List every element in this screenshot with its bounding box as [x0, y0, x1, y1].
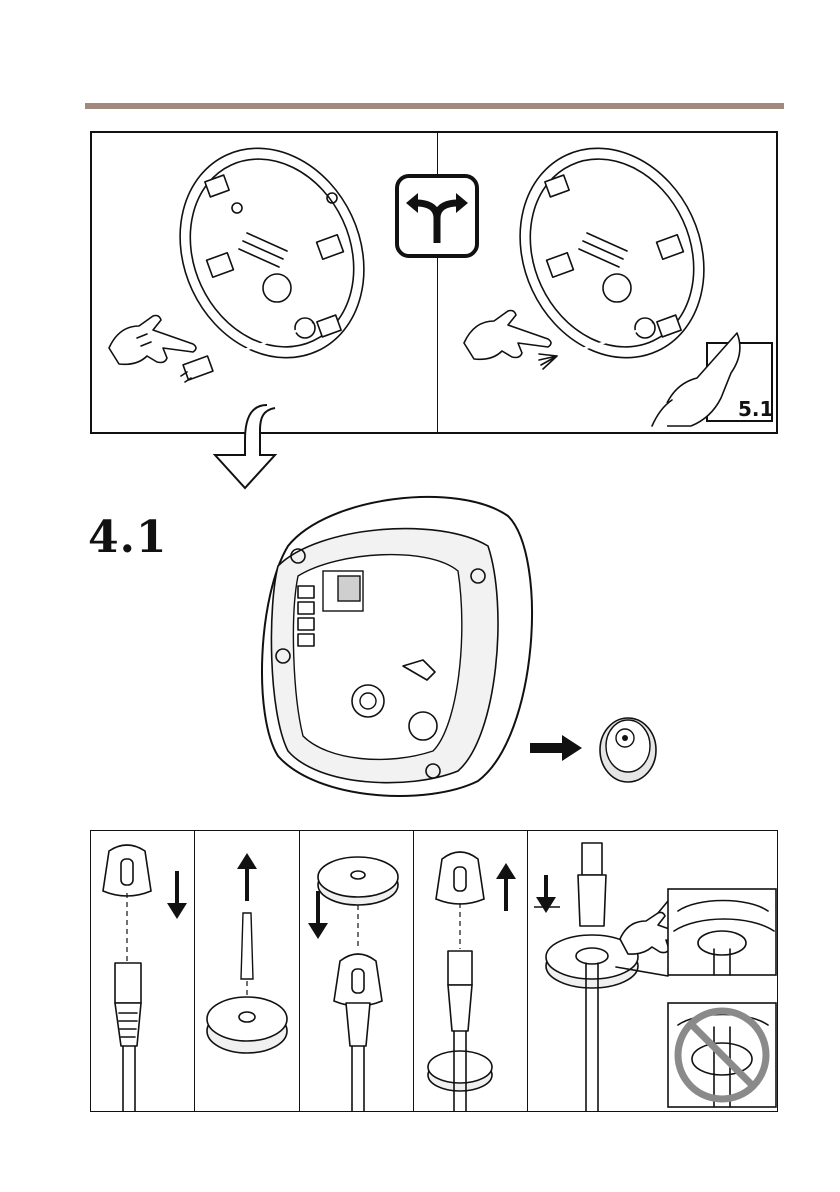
step-grommet-down: [300, 831, 413, 1111]
step-plug-up: [195, 831, 299, 1111]
step-number: 4.1: [88, 512, 168, 563]
grommet-illustration: [595, 708, 665, 788]
header-rule: [85, 103, 784, 109]
page-reference-number: 5.1: [738, 397, 773, 421]
step-cable-push-in: [528, 831, 778, 1111]
mount-plate-rj45-illustration: [97, 138, 397, 428]
junction-box-illustration: [258, 486, 558, 806]
cable-assembly-panel: [90, 830, 778, 1112]
pointing-hand-icon: [464, 311, 551, 360]
right-arrow-icon: [527, 733, 587, 763]
cable-option-panel: 5.1: [90, 131, 778, 434]
pointing-hand-icon: [109, 316, 196, 365]
step-cap-down: [91, 831, 194, 1111]
down-arrow-icon: [205, 400, 285, 500]
step-cap-up: [414, 831, 527, 1111]
